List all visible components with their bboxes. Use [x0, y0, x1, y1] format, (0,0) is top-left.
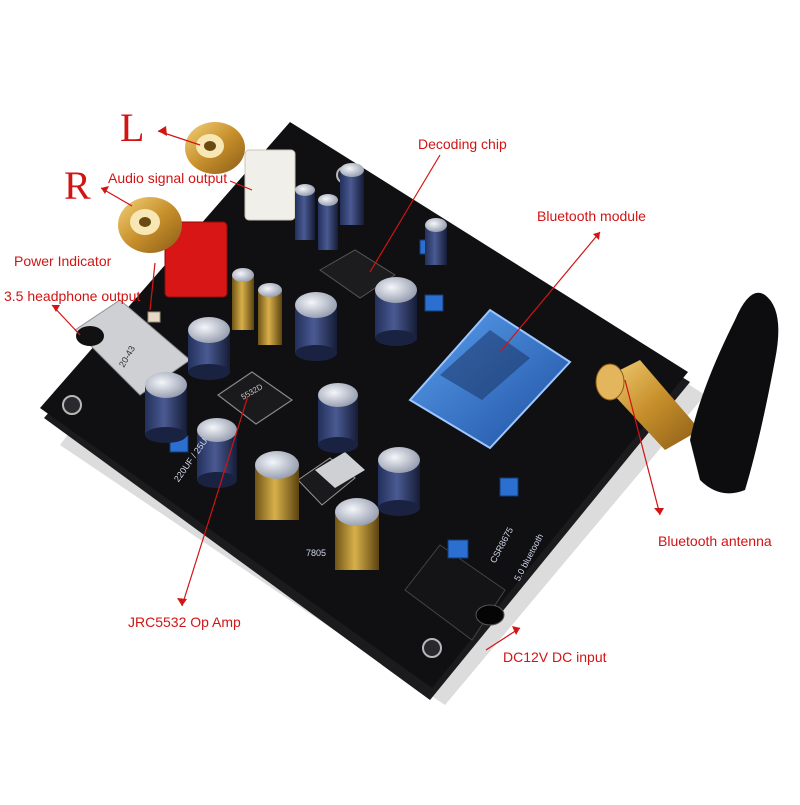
annotation-lines	[51, 130, 661, 651]
capacitor	[335, 498, 379, 570]
rca-right-connector	[118, 197, 228, 298]
bluetooth-module-label: Bluetooth module	[537, 208, 646, 224]
capacitor	[295, 292, 337, 361]
op-amp-chip: 5532D	[216, 371, 294, 425]
capacitor	[145, 372, 187, 443]
headphone-output-label: 3.5 headphone output	[4, 288, 141, 304]
left-channel-label: L	[120, 105, 145, 150]
right-channel-label: R	[64, 163, 91, 208]
capacitor	[340, 163, 364, 225]
bluetooth-module	[408, 308, 572, 450]
capacitor	[375, 277, 417, 346]
regulator-print: 7805	[306, 548, 327, 558]
capacitor	[188, 317, 230, 380]
rca-left-connector	[185, 122, 296, 221]
annotation-arrows	[52, 126, 664, 635]
bluetooth-antenna-label: Bluetooth antenna	[658, 533, 772, 549]
capacitor	[295, 184, 315, 240]
dc-jack	[404, 544, 506, 641]
capacitor	[425, 218, 447, 265]
capacitor	[378, 447, 420, 516]
dc-input-label: DC12V DC input	[503, 649, 607, 665]
power-led	[147, 311, 161, 323]
decoding-chip-label: Decoding chip	[418, 136, 507, 152]
capacitor	[197, 418, 237, 488]
power-indicator-label: Power Indicator	[14, 253, 112, 269]
op-amp-label: JRC5532 Op Amp	[128, 614, 241, 630]
bluetooth-antenna	[595, 292, 779, 494]
audio-output-label: Audio signal output	[108, 170, 228, 186]
capacitor	[258, 283, 282, 345]
electrolytic-capacitors	[145, 163, 447, 570]
capacitor	[318, 383, 358, 453]
capacitor	[318, 194, 338, 250]
capacitor	[255, 451, 299, 520]
capacitor	[232, 268, 254, 330]
voltage-regulator	[297, 452, 365, 506]
